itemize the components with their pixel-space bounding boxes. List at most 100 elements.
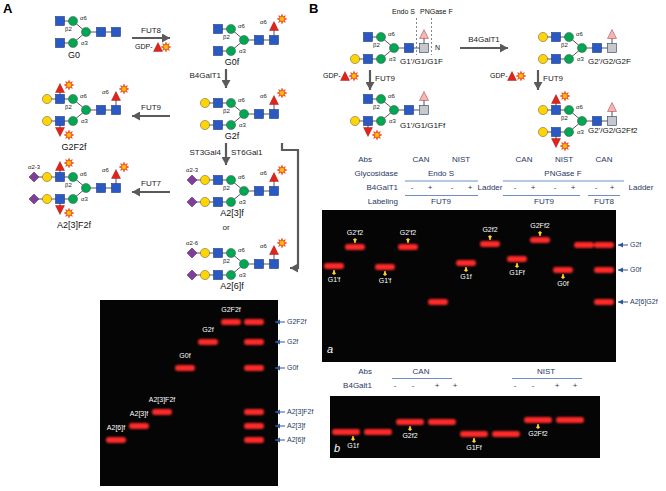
- mannose-symbol: [68, 38, 77, 47]
- glycan-structure: G1'/G1/G1Ffα6β2α3: [320, 90, 460, 142]
- band-label: G1Ff: [466, 444, 482, 451]
- glcnac-symbol: [214, 47, 223, 56]
- linkage-label: β2: [223, 108, 230, 114]
- gel-band: [175, 365, 195, 371]
- glcnac-symbol: [364, 33, 373, 42]
- ladder-label: A2[3]f: [287, 422, 305, 429]
- mannose-symbol: [239, 35, 248, 44]
- table-rule: [512, 378, 582, 379]
- linkage-label: β2: [561, 42, 568, 48]
- gel-image: [322, 210, 616, 362]
- ladder-label: G0f: [287, 364, 298, 371]
- donor-label: GDP-: [490, 72, 508, 79]
- lane-sign: +: [610, 184, 615, 192]
- gel-band: [594, 267, 614, 273]
- gel-band: [574, 242, 594, 248]
- glcnac-symbol: [593, 117, 602, 126]
- glcnac-symbol: [56, 117, 65, 126]
- band-pointer: [384, 271, 385, 276]
- mannose-symbol: [68, 16, 77, 25]
- ladder-pointer: [275, 440, 285, 441]
- fucose-symbol: [608, 30, 617, 39]
- table-rule: [588, 195, 620, 196]
- linkage-label: β2: [65, 104, 72, 110]
- mannose-symbol: [376, 54, 385, 63]
- fucose-symbol: [270, 22, 279, 31]
- fucose-symbol: [112, 170, 121, 179]
- residue-label: N: [435, 44, 440, 51]
- gel-band: [244, 319, 264, 325]
- band-label: A2[6]f: [107, 424, 125, 431]
- gel-bands: [106, 237, 614, 443]
- reaction-arrow: [225, 143, 227, 165]
- gel-band: [594, 299, 614, 305]
- linkage-label: α6: [260, 93, 267, 99]
- column-header: CAN: [516, 156, 533, 164]
- linkage-label: α6: [260, 243, 267, 249]
- band-label: G2F2f: [221, 306, 240, 313]
- gel-band: [530, 237, 550, 243]
- galactose-symbol: [200, 248, 209, 257]
- lane-sign: +: [453, 382, 458, 390]
- lane-sign: +: [555, 382, 560, 390]
- linkage-label: α6: [102, 167, 109, 173]
- linkage-label: α3: [239, 122, 246, 128]
- ladder-pointer: [618, 302, 628, 303]
- fucose-symbol: [270, 96, 279, 105]
- glcnac-symbol: [112, 28, 121, 37]
- glcnac-symbol: [56, 95, 65, 104]
- fluorescent-label: [64, 208, 73, 217]
- mannose-symbol: [68, 194, 77, 203]
- lane-sign: -: [411, 184, 414, 192]
- galactose-symbol: [42, 94, 51, 103]
- glcnac-symbol: [420, 44, 429, 53]
- glcnac-symbol: [608, 117, 617, 126]
- galactose-symbol: [538, 54, 547, 63]
- band-label: G2Ff2: [530, 222, 549, 229]
- galactose-symbol: [538, 32, 547, 41]
- mannose-symbol: [226, 98, 235, 107]
- glycan-structure: G2'/G2/G2Ff2α6β2α3: [508, 90, 648, 152]
- gel-band: [507, 256, 527, 262]
- glycan-drawing: [350, 92, 428, 140]
- mannose-symbol: [68, 94, 77, 103]
- enzyme-label: B4GalT1: [189, 72, 221, 80]
- mannose-symbol: [226, 197, 235, 206]
- band-label: G0f: [179, 352, 190, 359]
- glycan-name: G2f: [225, 132, 240, 141]
- reaction-arrow: [225, 69, 227, 88]
- linkage-label: α3: [81, 118, 88, 124]
- band-pointer: [562, 274, 563, 279]
- mannose-symbol: [564, 54, 573, 63]
- glcnac-symbol: [364, 95, 373, 104]
- column-header: FUT9: [431, 198, 451, 206]
- glcnac-symbol: [255, 110, 264, 119]
- glcnac-symbol: [270, 110, 279, 119]
- glcnac-symbol: [420, 106, 429, 115]
- gel-band: [244, 339, 264, 345]
- column-header: Ladder: [478, 184, 503, 192]
- glycan-name: G2F2f: [61, 143, 86, 152]
- glcnac-symbol: [214, 99, 223, 108]
- glcnac-symbol: [405, 106, 414, 115]
- mannose-symbol: [81, 27, 90, 36]
- mannose-symbol: [239, 186, 248, 195]
- mannose-symbol: [81, 105, 90, 114]
- lane-sign: +: [468, 184, 473, 192]
- gel-band: [244, 365, 264, 371]
- galactose-symbol: [350, 54, 359, 63]
- enzyme-label: FUT9: [375, 75, 395, 83]
- glycan-structure: G0fα6β2α3α6: [170, 14, 290, 69]
- fluorescent-label: [277, 238, 286, 247]
- gel-band: [364, 429, 392, 435]
- linkage-label: α3: [81, 40, 88, 46]
- glcnac-symbol: [270, 187, 279, 196]
- ladder-label: A2[6]G2f: [630, 298, 658, 305]
- mannose-symbol: [68, 172, 77, 181]
- galactose-symbol: [200, 175, 209, 184]
- table-rule: [405, 181, 478, 182]
- lane-sign: -: [394, 382, 397, 390]
- table-rule: [503, 195, 580, 196]
- donor-icon: [154, 42, 171, 51]
- linkage-label: α6: [102, 89, 109, 95]
